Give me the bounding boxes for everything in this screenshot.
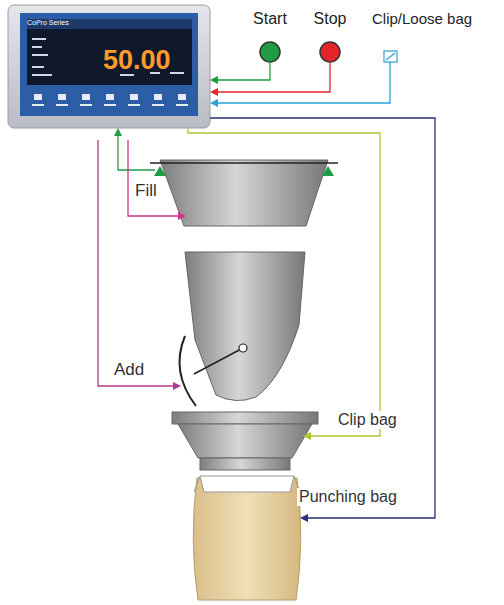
part-label: Clip bag [336,411,399,429]
arrowhead [210,76,218,84]
connector-line [218,62,270,80]
feeder [180,252,305,406]
weigh-hopper [150,160,338,226]
signal-wires [98,118,435,518]
clamp-funnel [178,424,312,458]
part-label: Punching bag [297,488,399,506]
start-button: Start [245,10,295,62]
clip-wire [188,128,380,436]
load-cell [154,166,166,176]
feeder-body [185,252,305,401]
clip-loose-bag-switch: Clip/Loose bag [370,10,480,62]
stop-button: Stop [305,10,355,62]
controller-bezel [8,5,210,128]
button-label: Stop [314,10,347,28]
part-label: Add [112,360,146,380]
controller-display [27,19,192,85]
button-label: Start [253,10,287,28]
soft-keys [32,94,188,106]
clamp-neck [200,458,290,470]
add-wire [98,140,175,386]
weight-wire [118,133,155,170]
weight-readout: 50.00 [103,45,171,76]
display-details [32,38,184,76]
bag [193,476,301,600]
connector-line [218,62,330,92]
clamp-lip [172,412,318,424]
controller-screen: CoPro Series 50.00 [8,5,210,128]
display-bar [27,19,192,29]
gate [180,336,196,406]
button-label: Clip/Loose bag [372,10,472,27]
connector-line [218,62,390,103]
fill-wire [128,140,180,216]
hopper-rim [150,162,338,164]
hopper-body [160,160,328,226]
load-cell [322,166,334,176]
wire-arrowheads [114,128,311,522]
controller-panel [20,13,198,116]
brand-text: CoPro Series [27,19,69,27]
bag-body [193,478,301,600]
controller [8,5,210,128]
stop-button [320,42,340,62]
start-button [260,42,280,62]
punch-wire [210,118,435,518]
part-label: Fill [133,181,159,201]
arrowhead [210,88,218,96]
signal-connector [210,62,270,84]
signal-connector [210,62,390,107]
signal-connector [210,62,330,96]
bag-clamp [172,412,318,470]
gate-arm [194,348,243,374]
gate-pivot [239,344,247,352]
bag-fold [200,476,294,492]
switch-symbol [384,51,397,62]
arrowhead [210,99,218,107]
bag-edge [194,476,200,492]
